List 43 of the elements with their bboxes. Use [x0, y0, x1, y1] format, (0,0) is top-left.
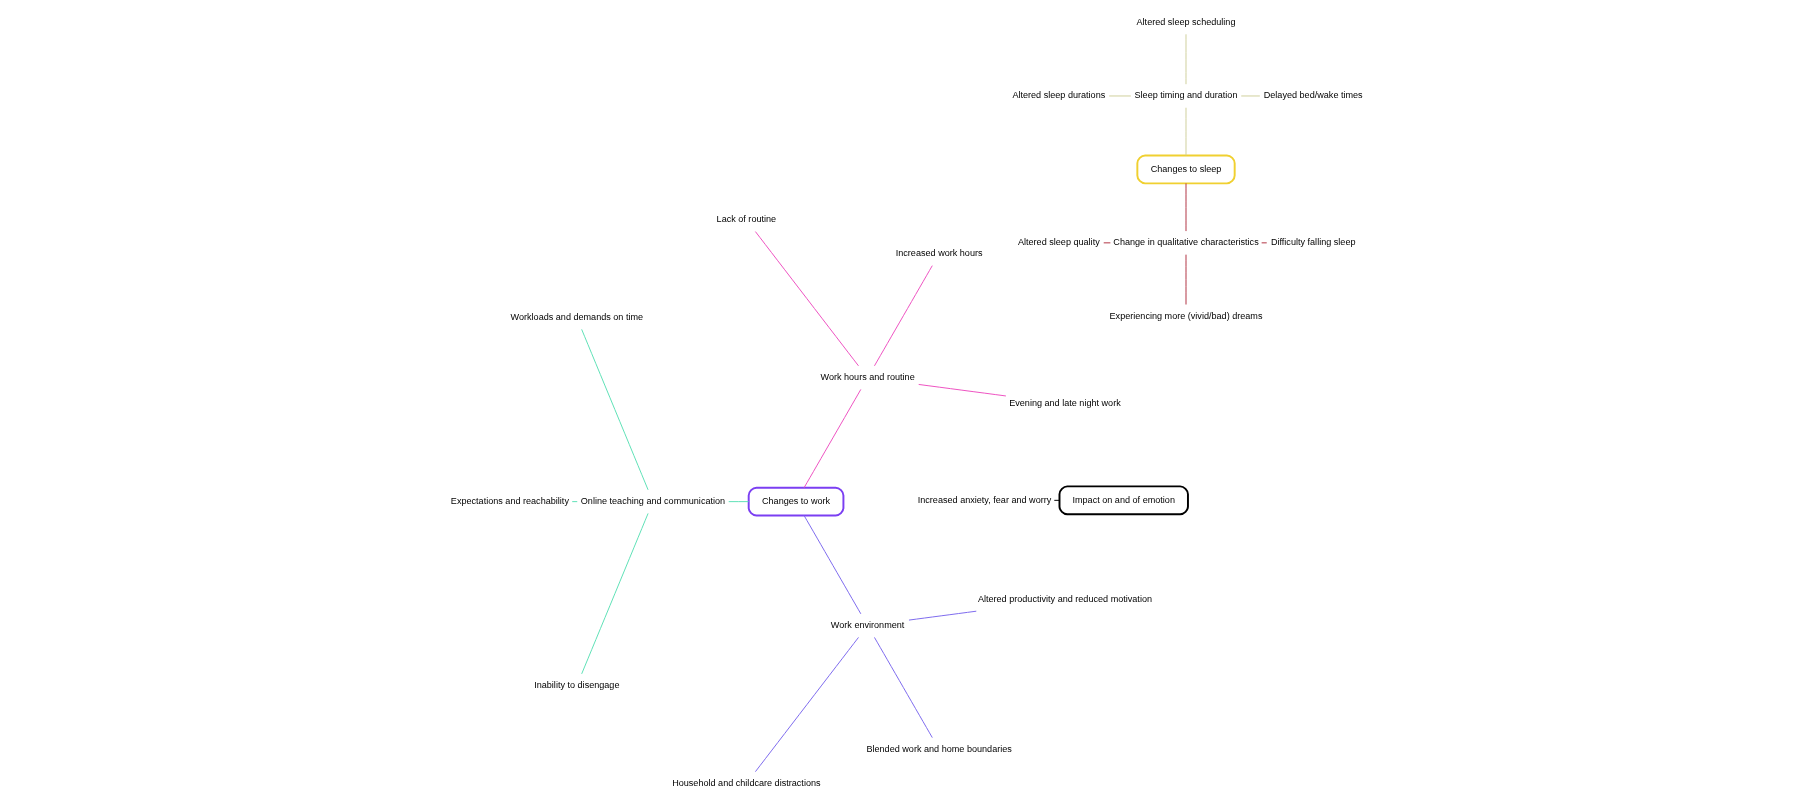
node-text: Lack of routine: [716, 214, 777, 225]
node-text: Experiencing more (vivid/bad) dreams: [1109, 310, 1263, 321]
node-text: Altered sleep scheduling: [1136, 16, 1236, 27]
node-text: Work hours and routine: [820, 372, 915, 383]
connector: [803, 388, 862, 489]
node-text: Blended work and home boundaries: [866, 743, 1012, 754]
node-box: Changes to work: [747, 486, 845, 517]
node-text: Altered sleep durations: [1012, 90, 1106, 101]
node-text: Sleep timing and duration: [1134, 90, 1238, 101]
connector: [803, 515, 862, 615]
connector: [754, 636, 859, 773]
connector: [581, 328, 649, 491]
connector: [1185, 33, 1187, 85]
connector: [1103, 242, 1111, 244]
connector: [918, 383, 1007, 397]
node-text: Inability to disengage: [534, 679, 620, 690]
node-box: Changes to sleep: [1136, 154, 1236, 185]
connector: [908, 610, 977, 621]
node-text: Difficulty falling sleep: [1270, 237, 1356, 248]
connector: [1261, 242, 1268, 244]
node-text: Increased anxiety, fear and worry: [917, 494, 1052, 505]
connector: [1240, 95, 1261, 97]
node-text: Change in qualitative characteristics: [1113, 237, 1259, 248]
connector: [728, 501, 750, 503]
node-text: Increased work hours: [895, 248, 983, 259]
node-text: Evening and late night work: [1009, 398, 1121, 409]
connector: [1185, 107, 1187, 156]
node-text: Altered productivity and reduced motivation: [977, 593, 1153, 604]
connector: [873, 636, 933, 739]
connector: [873, 265, 933, 367]
node-box: Impact on and of emotion: [1058, 485, 1189, 516]
connector: [754, 231, 859, 367]
connector: [571, 501, 578, 503]
connector: [581, 512, 649, 675]
node-text: Expectations and reachability: [450, 496, 569, 507]
connector: [1053, 499, 1060, 501]
node-text: Delayed bed/wake times: [1263, 90, 1363, 101]
node-text: Online teaching and communication: [580, 496, 726, 507]
node-text: Workloads and demands on time: [510, 312, 644, 323]
connector: [1108, 95, 1132, 97]
node-text: Household and childcare distractions: [672, 777, 821, 788]
node-text: Work environment: [830, 619, 905, 630]
node-text: Altered sleep quality: [1017, 237, 1100, 248]
